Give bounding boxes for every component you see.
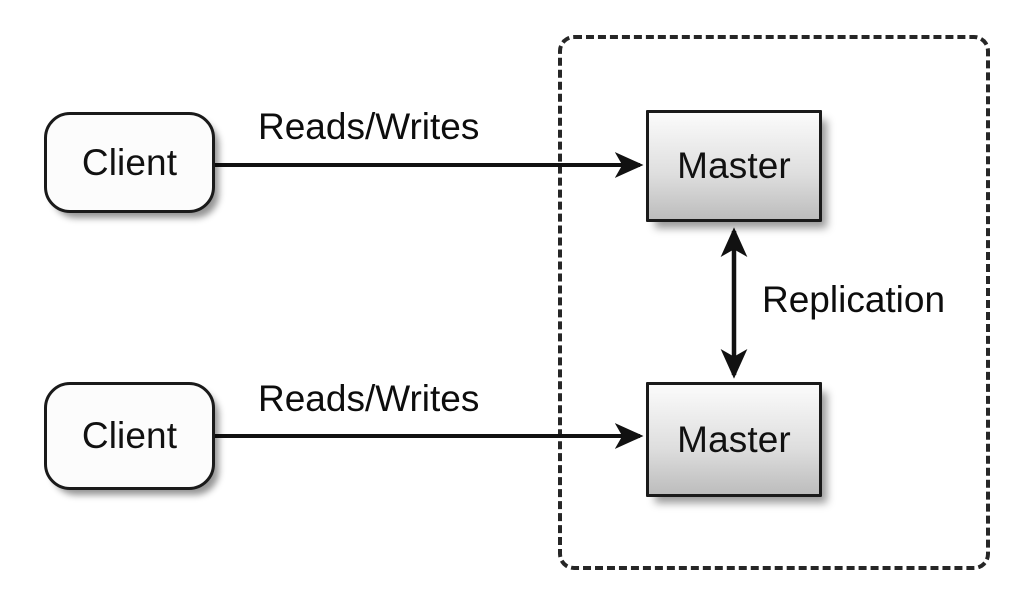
node-client-bottom[interactable]: Client [44, 382, 215, 490]
node-master-top-label: Master [677, 145, 791, 186]
edge-label-replication: Replication [762, 279, 946, 320]
node-client-top[interactable]: Client [44, 112, 215, 213]
node-master-top[interactable]: Master [646, 110, 822, 222]
node-client-top-label: Client [81, 141, 178, 183]
node-master-bottom[interactable]: Master [646, 382, 822, 497]
node-client-bottom-label: Client [81, 415, 178, 456]
edge-label-reads-writes-bottom: Reads/Writes [258, 378, 480, 419]
edge-label-reads-writes-top: Reads/Writes [258, 106, 480, 147]
node-master-bottom-label: Master [677, 418, 791, 460]
